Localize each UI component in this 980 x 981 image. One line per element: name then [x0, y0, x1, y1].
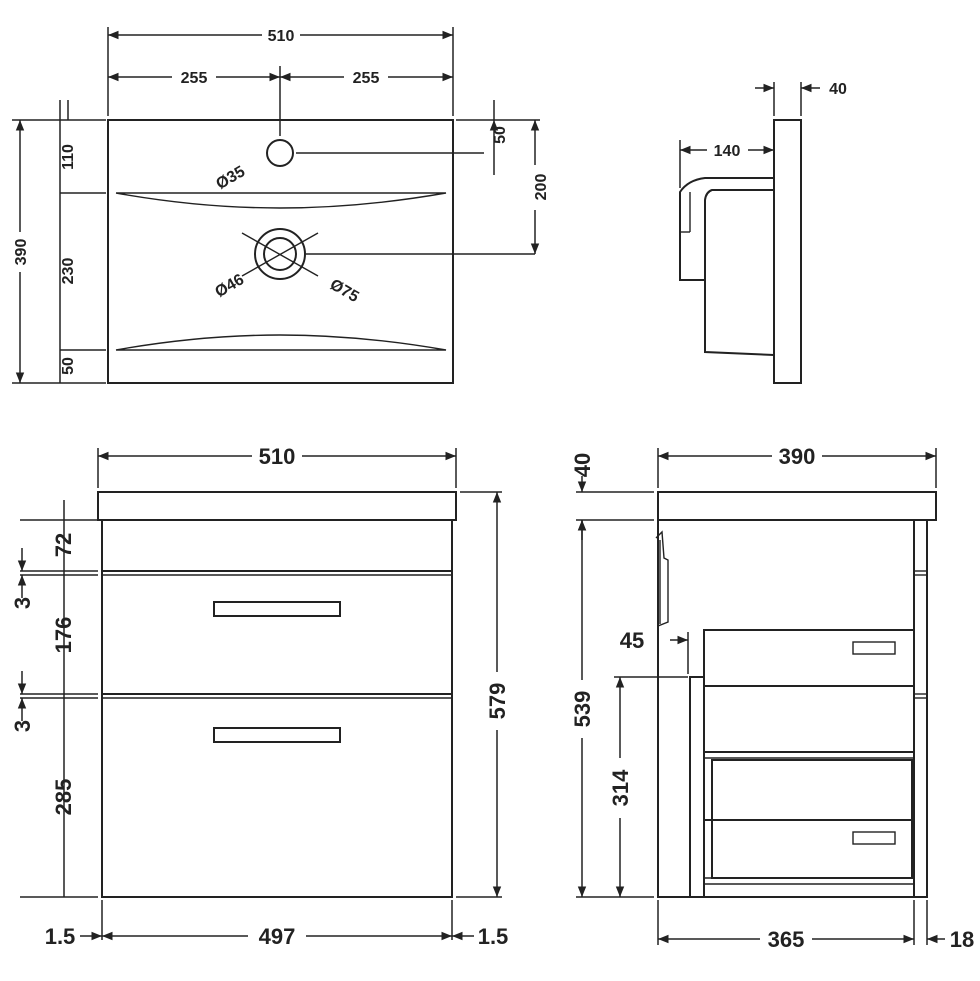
waste-inner — [263, 237, 297, 271]
dim-carcass-depth: 365 — [768, 927, 805, 952]
lower-drawer-handle — [852, 831, 896, 845]
top-view: 510 255 255 390 110 230 50 50 200 Ø35 Ø4… — [12, 27, 550, 384]
upper-drawer-box — [703, 629, 915, 687]
basin-lower-edge — [115, 334, 447, 351]
dim-front-height: 579 — [485, 683, 510, 720]
dim-basin-projection: 140 — [714, 143, 741, 160]
label-waste-outer: Ø75 — [327, 276, 362, 306]
side-top-panel — [773, 119, 802, 384]
dim-gap-2: 3 — [10, 720, 35, 732]
drawer-1-handle — [213, 601, 341, 617]
upper-drawer-handle — [852, 641, 896, 655]
dim-gap-1: 3 — [10, 597, 35, 609]
dim-top-rail: 72 — [51, 533, 76, 557]
side-view-bottom: 390 40 539 45 314 365 18 — [570, 444, 974, 952]
side-view-top: 40 140 — [679, 81, 847, 384]
dim-trap-offset: 45 — [620, 628, 644, 653]
label-tap-diameter: Ø35 — [213, 163, 248, 193]
dim-carcass-width: 497 — [259, 924, 296, 949]
dim-side-top-thickness-bottom: 40 — [570, 453, 595, 477]
waste-outer — [254, 228, 306, 280]
drawer-2-handle — [213, 727, 341, 743]
dim-top-right-half: 255 — [353, 70, 380, 87]
dim-side-depth: 390 — [779, 444, 816, 469]
dim-cabinet-height: 539 — [570, 691, 595, 728]
side-carcass-back — [657, 519, 915, 898]
front-worktop — [97, 491, 457, 521]
dim-trap-height: 314 — [608, 769, 633, 806]
side-worktop — [657, 491, 937, 521]
dim-drawer-1: 176 — [51, 617, 76, 654]
dim-top-depth: 390 — [13, 239, 30, 266]
side-basin-profile — [679, 177, 774, 281]
front-carcass — [101, 519, 453, 898]
dim-drawer-2: 285 — [51, 779, 76, 816]
trap-hose — [655, 530, 669, 627]
side-door-edge — [913, 519, 928, 898]
tap-hole — [266, 139, 294, 167]
dim-top-offset: 110 — [60, 144, 77, 170]
dim-side-top-thickness: 40 — [829, 81, 847, 98]
dim-tap-offset: 50 — [492, 126, 509, 144]
dim-top-width: 510 — [268, 28, 295, 45]
trap-panel — [689, 676, 705, 898]
basin-upper-edge — [115, 192, 447, 209]
dim-bottom-offset: 50 — [60, 357, 77, 375]
dim-front-width: 510 — [259, 444, 296, 469]
dim-bowl-span: 230 — [60, 258, 77, 285]
dim-waste-offset: 200 — [533, 174, 550, 201]
dim-side-margin-left: 1.5 — [45, 924, 76, 949]
dim-door-thickness: 18 — [950, 927, 974, 952]
dim-side-margin-right: 1.5 — [478, 924, 509, 949]
front-view: 510 72 3 176 3 285 579 1.5 497 1.5 — [10, 444, 510, 949]
dim-top-left-half: 255 — [181, 70, 208, 87]
